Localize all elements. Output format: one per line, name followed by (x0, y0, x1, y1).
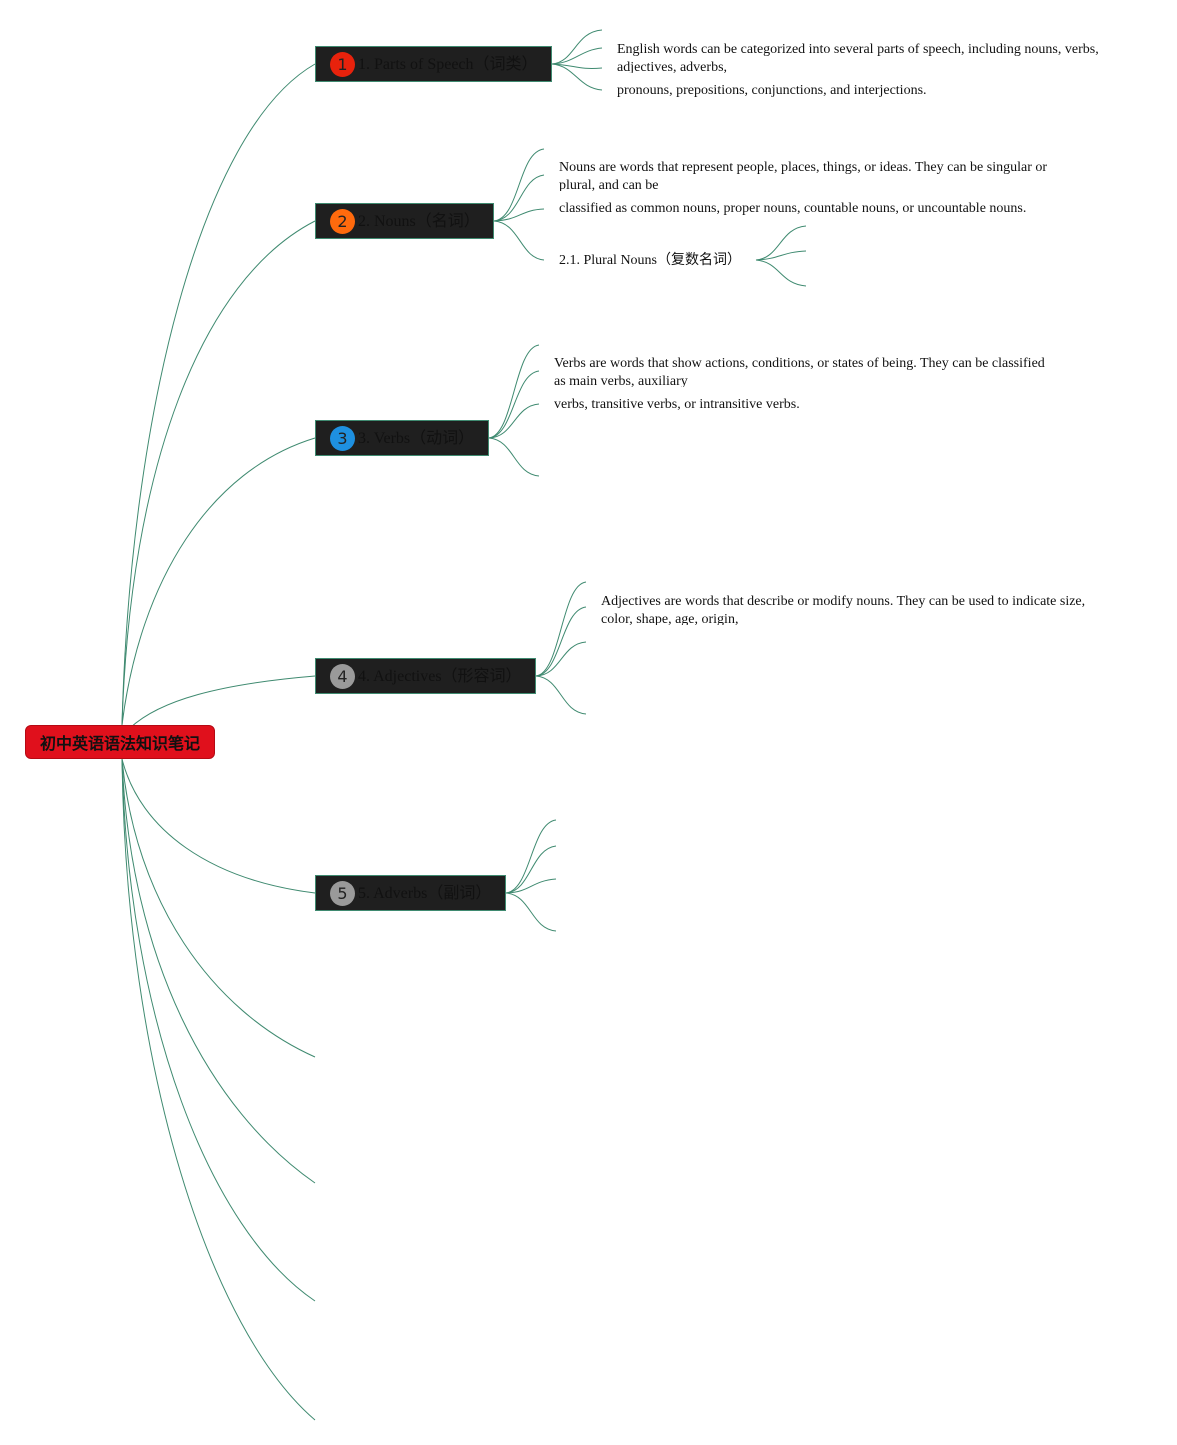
root-topic-label: 初中英语语法知识笔记 (39, 734, 200, 753)
link-root-topic-7 (121, 758, 316, 1184)
note-parts-of-speech-1[interactable]: English words can be categorized into se… (617, 41, 1117, 73)
link-topic-3-child-a (488, 344, 540, 439)
topic-label: 4. Adjectives（形容词） (358, 668, 522, 685)
note-verbs-1[interactable]: Verbs are words that show actions, condi… (554, 355, 1054, 387)
topic-adjectives[interactable]: 4 4. Adjectives（形容词） (315, 658, 536, 694)
link-topic-5-child-b (505, 845, 557, 894)
note-adjectives-1[interactable]: Adjectives are words that describe or mo… (601, 593, 1101, 625)
link-root-topic-8 (121, 758, 316, 1302)
link-root-topic-3 (121, 437, 316, 726)
note-text: pronouns, prepositions, conjunctions, an… (617, 83, 927, 97)
topic-parts-of-speech[interactable]: 1 1. Parts of Speech（词类） (315, 46, 552, 82)
subtopic-label: 2.1. Plural Nouns（复数名词） (559, 253, 741, 268)
link-topic-5-child-c (505, 878, 557, 894)
topic-label: 1. Parts of Speech（词类） (358, 56, 538, 73)
subtopic-plural-nouns[interactable]: 2.1. Plural Nouns（复数名词） (559, 252, 741, 270)
link-topic-5-child-a (505, 819, 557, 894)
topic-verbs[interactable]: 3 3. Verbs（动词） (315, 420, 489, 456)
note-text: Adjectives are words that describe or mo… (601, 594, 1086, 625)
note-verbs-2[interactable]: verbs, transitive verbs, or intransitive… (554, 396, 1114, 414)
note-text: classified as common nouns, proper nouns… (559, 201, 1027, 216)
link-topic-4-child-b (535, 606, 587, 677)
link-topic-2-child-a (493, 148, 545, 222)
link-topic-1-child-c (551, 63, 603, 69)
link-topic-4-child-c (535, 641, 587, 677)
link-topic-1-child-a (551, 29, 603, 65)
number-badge-3: 3 (330, 426, 355, 451)
link-topic-4-child-a (535, 581, 587, 677)
link-topic-4-child-d (535, 675, 587, 715)
link-root-topic-2 (121, 220, 316, 726)
link-topic-1-child-b (551, 47, 603, 65)
note-text: Nouns are words that represent people, p… (559, 160, 1048, 191)
note-text: verbs, transitive verbs, or intransitive… (554, 397, 800, 412)
topic-label: 3. Verbs（动词） (358, 430, 475, 447)
note-nouns-1[interactable]: Nouns are words that represent people, p… (559, 159, 1059, 191)
link-root-topic-9 (121, 758, 316, 1421)
number-badge-4: 4 (330, 664, 355, 689)
topic-label: 5. Adverbs（副词） (358, 885, 492, 902)
topic-adverbs[interactable]: 5 5. Adverbs（副词） (315, 875, 506, 911)
note-nouns-2[interactable]: classified as common nouns, proper nouns… (559, 200, 1119, 218)
link-topic-3-child-c (488, 403, 540, 439)
link-root-topic-1 (121, 63, 316, 726)
link-topic-2-child-b (493, 174, 545, 222)
number-badge-2: 2 (330, 209, 355, 234)
note-text: Verbs are words that show actions, condi… (554, 356, 1045, 387)
root-topic[interactable]: 初中英语语法知识笔记 (25, 725, 215, 759)
number-badge-1: 1 (330, 52, 355, 77)
link-root-topic-6 (121, 758, 316, 1058)
note-parts-of-speech-2[interactable]: pronouns, prepositions, conjunctions, an… (617, 82, 1137, 97)
link-topic-2-child-c (493, 208, 545, 222)
link-subtopic-child-b (755, 250, 807, 261)
link-subtopic-child-c (755, 259, 807, 287)
link-topic-3-child-b (488, 370, 540, 439)
topic-label: 2. Nouns（名词） (358, 213, 480, 230)
link-topic-3-child-d (488, 437, 540, 477)
link-topic-1-child-d (551, 63, 603, 91)
link-root-topic-5 (121, 758, 316, 894)
link-topic-2-child-d (493, 220, 545, 261)
link-topic-5-child-d (505, 892, 557, 932)
link-root-topic-4 (129, 675, 316, 729)
topic-nouns[interactable]: 2 2. Nouns（名词） (315, 203, 494, 239)
note-text: English words can be categorized into se… (617, 42, 1099, 73)
link-subtopic-child-a (755, 225, 807, 261)
number-badge-5: 5 (330, 881, 355, 906)
